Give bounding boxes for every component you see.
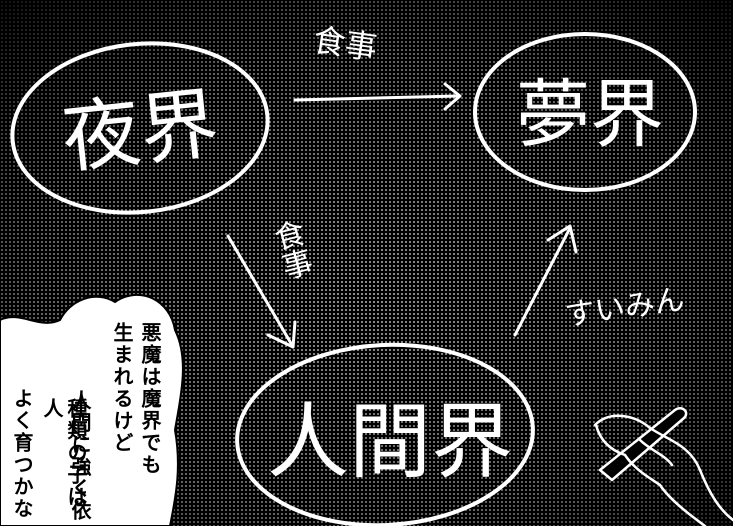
speech-bubble: [0, 293, 184, 526]
speech-text-col1: 悪魔は魔界でも: [138, 322, 162, 476]
speech-text-col2: 生まれるけど: [110, 322, 134, 454]
bottom-realm-circle: [235, 342, 535, 526]
arrow-left-to-bottom: [226, 234, 297, 349]
speech-text-col5: よく育つかな: [10, 388, 34, 520]
left-realm-label: 夜界: [58, 79, 223, 185]
meal-label-top: 食事: [311, 21, 380, 68]
right-realm-circle: [473, 32, 697, 192]
bottom-realm-label: 人間界: [267, 395, 513, 490]
left-realm-circle: [10, 41, 270, 215]
arrow-bottom-to-right: [513, 224, 578, 337]
right-realm-label: 夢界: [516, 72, 664, 158]
speech-text-col4: 種類の子は人: [40, 398, 88, 508]
speech-text-col3: 人間に強く依: [68, 390, 92, 522]
hand-with-chalk: [593, 407, 733, 526]
arrow-left-to-right: [293, 82, 462, 111]
